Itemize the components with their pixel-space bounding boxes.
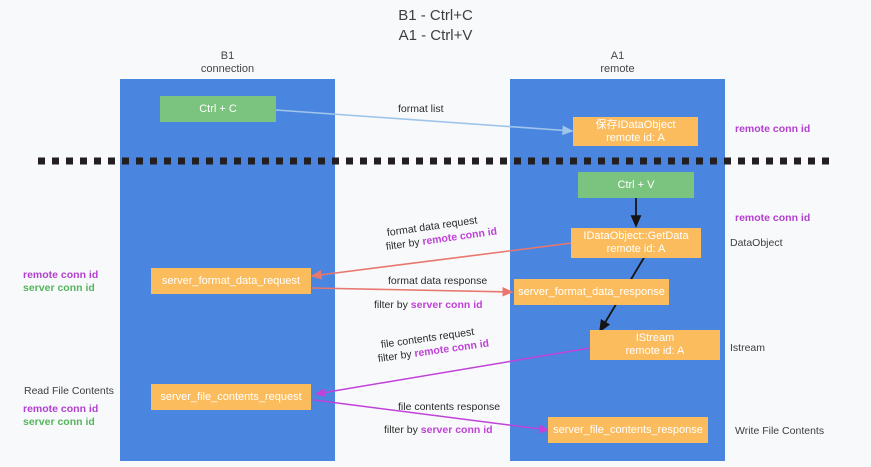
edge-label-file-contents-response-text: file contents response bbox=[398, 401, 501, 413]
edge-label-format-data-request-filter-prefix: filter by bbox=[385, 235, 424, 253]
edge-label-format-data-response-filter-prefix: filter by bbox=[374, 299, 411, 311]
side-label-server-conn-id-left-2-text: server conn id bbox=[23, 416, 95, 428]
side-label-dataobject: DataObject bbox=[730, 236, 783, 250]
edge-format-data-response bbox=[311, 287, 514, 297]
node-server-file-contents-response-label: server_file_contents_response bbox=[553, 423, 703, 436]
side-label-dataobject-text: DataObject bbox=[730, 237, 783, 249]
edge-label-file-contents-response-filter-prefix: filter by bbox=[384, 424, 421, 436]
side-label-remote-conn-id-mid-text: remote conn id bbox=[735, 212, 811, 224]
node-istream[interactable]: IStream remote id: A bbox=[590, 330, 720, 360]
node-idataobject-getdata-label: IDataObject::GetData bbox=[583, 230, 689, 242]
node-save-idataobject-label: 保存IDataObject bbox=[595, 118, 676, 131]
side-label-remote-conn-id-top-text: remote conn id bbox=[735, 123, 811, 135]
edge-label-format-list-text: format list bbox=[398, 103, 444, 115]
node-server-file-contents-response[interactable]: server_file_contents_response bbox=[548, 417, 708, 443]
node-save-idataobject[interactable]: 保存IDataObject remote id: A bbox=[573, 117, 698, 146]
column-header-a1-line1: A1 bbox=[610, 50, 625, 62]
side-label-remote-conn-id-left-1-text: remote conn id bbox=[23, 269, 99, 281]
node-ctrl-c[interactable]: Ctrl + C bbox=[160, 96, 276, 122]
node-ctrl-v[interactable]: Ctrl + V bbox=[578, 172, 694, 198]
side-label-remote-conn-id-mid: remote conn id bbox=[735, 211, 810, 225]
column-header-b1: B1 connection bbox=[120, 50, 335, 76]
node-server-format-data-request-label: server_format_data_request bbox=[161, 274, 301, 287]
edge-label-format-data-response-filter-key: server conn id bbox=[410, 299, 483, 311]
edge-label-file-contents-request-filter-prefix: filter by bbox=[377, 347, 416, 365]
side-label-write-file-contents-text: Write File Contents bbox=[735, 425, 825, 437]
edge-label-format-data-response: format data response bbox=[388, 274, 487, 288]
node-ctrl-v-label: Ctrl + V bbox=[617, 178, 655, 191]
node-ctrl-c-label: Ctrl + C bbox=[199, 102, 237, 115]
side-label-istream-text: Istream bbox=[730, 342, 766, 354]
edge-label-file-contents-response-filter-key: server conn id bbox=[420, 424, 493, 436]
column-header-a1: A1 remote bbox=[510, 50, 725, 76]
title-line-2: A1 - Ctrl+V bbox=[398, 27, 473, 44]
side-label-remote-conn-id-left-2: remote conn id bbox=[23, 402, 98, 416]
node-server-format-data-response-label: server_format_data_response bbox=[518, 285, 665, 298]
edge-label-format-list: format list bbox=[398, 102, 444, 116]
edge-label-format-data-response-text: format data response bbox=[388, 275, 488, 287]
node-istream-label: IStream bbox=[635, 332, 675, 344]
side-label-remote-conn-id-top: remote conn id bbox=[735, 122, 810, 136]
side-label-remote-conn-id-left-2-text: remote conn id bbox=[23, 403, 99, 415]
node-server-format-data-request[interactable]: server_format_data_request bbox=[151, 268, 311, 294]
column-header-b1-line2: connection bbox=[200, 63, 255, 75]
node-server-file-contents-request[interactable]: server_file_contents_request bbox=[151, 384, 311, 410]
edge-label-format-data-response-filter: filter by server conn id bbox=[374, 298, 483, 312]
node-server-format-data-response[interactable]: server_format_data_response bbox=[514, 279, 669, 305]
edge-label-file-contents-response-filter: filter by server conn id bbox=[384, 423, 493, 437]
edge-label-file-contents-response: file contents response bbox=[398, 400, 500, 414]
node-istream-sub: remote id: A bbox=[625, 345, 685, 357]
node-idataobject-getdata-sub: remote id: A bbox=[606, 243, 666, 255]
title-line-1: B1 - Ctrl+C bbox=[398, 7, 473, 24]
node-save-idataobject-sub: remote id: A bbox=[606, 131, 665, 144]
column-header-b1-line1: B1 bbox=[220, 50, 235, 62]
side-label-read-file-contents: Read File Contents bbox=[24, 384, 114, 398]
side-label-write-file-contents: Write File Contents bbox=[735, 424, 824, 438]
node-idataobject-getdata[interactable]: IDataObject::GetData remote id: A bbox=[571, 228, 701, 258]
side-label-server-conn-id-left-1: server conn id bbox=[23, 281, 95, 295]
column-header-a1-line2: remote bbox=[600, 63, 635, 75]
side-label-server-conn-id-left-2: server conn id bbox=[23, 415, 95, 429]
node-server-file-contents-request-label: server_file_contents_request bbox=[160, 390, 302, 403]
side-label-istream: Istream bbox=[730, 341, 765, 355]
side-label-server-conn-id-left-1-text: server conn id bbox=[23, 282, 95, 294]
page-title: B1 - Ctrl+C A1 - Ctrl+V bbox=[0, 6, 871, 46]
side-label-read-file-contents-text: Read File Contents bbox=[24, 385, 114, 397]
side-label-remote-conn-id-left-1: remote conn id bbox=[23, 268, 98, 282]
